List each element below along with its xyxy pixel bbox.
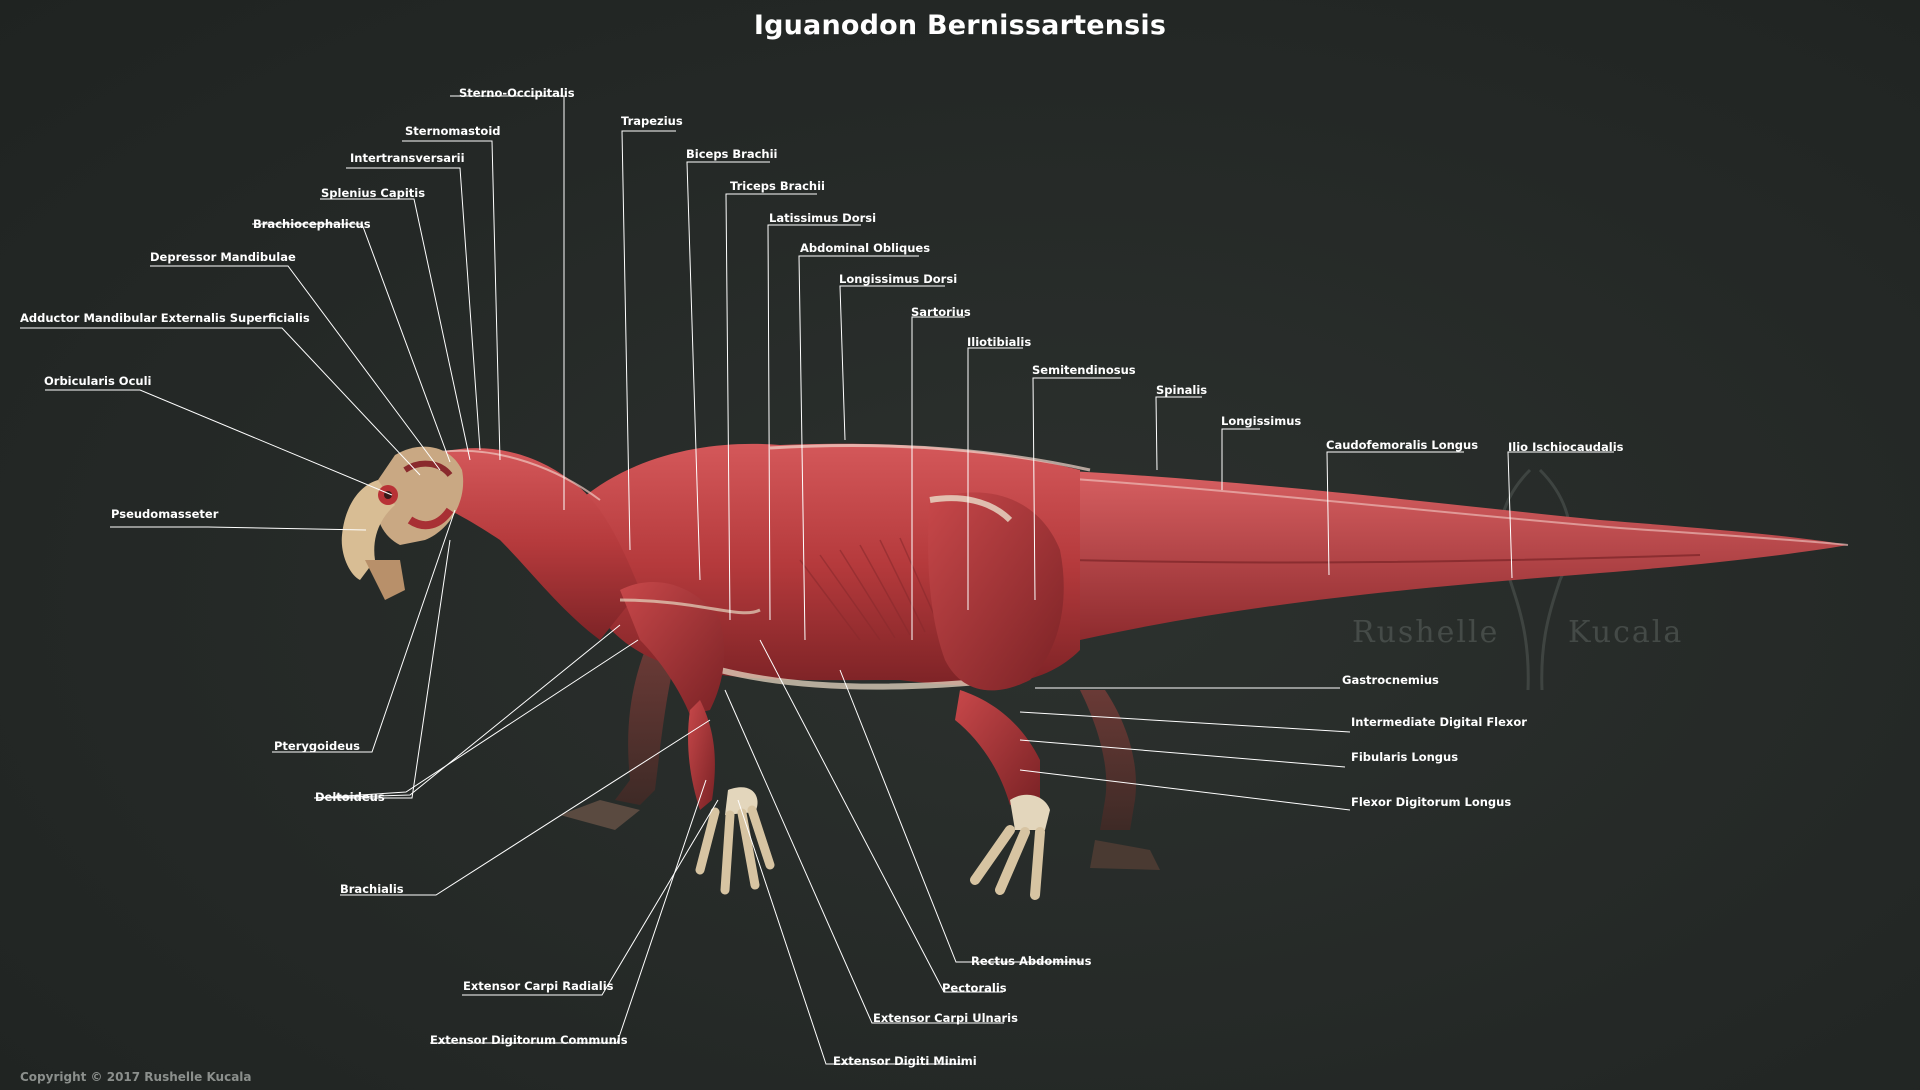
label-longissimus: Longissimus	[1221, 414, 1302, 428]
diagram-title: Iguanodon Bernissartensis	[753, 10, 1167, 41]
label-latissimus-dorsi: Latissimus Dorsi	[769, 211, 877, 225]
label-pectoralis: Pectoralis	[942, 981, 1007, 995]
label-semitendinosus: Semitendinosus	[1032, 363, 1136, 377]
label-intertransversarii: Intertransversarii	[350, 151, 465, 165]
label-extensor-digiti-minimi: Extensor Digiti Minimi	[833, 1054, 977, 1068]
neck	[430, 448, 640, 640]
near-hindlimb	[928, 492, 1064, 900]
label-longissimus-dorsi: Longissimus Dorsi	[839, 272, 958, 286]
label-extensor-carpi-ulnaris: Extensor Carpi Ulnaris	[873, 1011, 1018, 1025]
label-splenius-capitis: Splenius Capitis	[321, 186, 426, 200]
label-fibularis-longus: Fibularis Longus	[1351, 750, 1459, 764]
near-forelimb	[619, 581, 775, 895]
label-extensor-carpi-radialis: Extensor Carpi Radialis	[463, 979, 614, 993]
label-abdominal-obliques: Abdominal Obliques	[800, 241, 931, 255]
label-pterygoideus: Pterygoideus	[274, 739, 361, 753]
far-limbs	[560, 650, 1160, 870]
label-sterno-occipitalis: Sterno-Occipitalis	[459, 86, 575, 100]
tail	[1050, 470, 1848, 640]
label-spinalis: Spinalis	[1156, 383, 1208, 397]
label-adductor-mandibular: Adductor Mandibular Externalis Superfici…	[20, 311, 310, 325]
watermark-right: Kucala	[1568, 615, 1683, 650]
label-brachialis: Brachialis	[340, 882, 404, 896]
label-gastrocnemius: Gastrocnemius	[1342, 673, 1439, 687]
label-ilio-ischiocaudalis: Ilio Ischiocaudalis	[1508, 440, 1624, 454]
watermark-left: Rushelle	[1352, 615, 1499, 650]
leader-lines	[20, 95, 1614, 1065]
label-depressor-mandibulae: Depressor Mandibulae	[150, 250, 296, 264]
label-sartorius: Sartorius	[911, 305, 971, 319]
label-biceps-brachii: Biceps Brachii	[686, 147, 778, 161]
label-deltoideus: Deltoideus	[315, 790, 385, 804]
label-caudofemoralis-longus: Caudofemoralis Longus	[1326, 438, 1479, 452]
label-flexor-digitorum-longus: Flexor Digitorum Longus	[1351, 795, 1512, 809]
label-iliotibialis: Iliotibialis	[967, 335, 1032, 349]
label-triceps-brachii: Triceps Brachii	[730, 179, 825, 193]
watermark: Rushelle Kucala	[1352, 468, 1683, 691]
label-trapezius: Trapezius	[621, 114, 683, 128]
head	[341, 446, 464, 600]
label-extensor-digitorum-communis: Extensor Digitorum Communis	[430, 1033, 628, 1047]
label-sternomastoid: Sternomastoid	[405, 124, 501, 138]
label-orbicularis-oculi: Orbicularis Oculi	[44, 374, 152, 388]
copyright-notice: Copyright © 2017 Rushelle Kucala	[20, 1070, 252, 1084]
label-intermediate-digital-flexor: Intermediate Digital Flexor	[1351, 715, 1527, 729]
label-pseudomasseter: Pseudomasseter	[111, 507, 219, 521]
label-brachiocephalicus: Brachiocephalicus	[253, 217, 371, 231]
label-rectus-abdominus: Rectus Abdominus	[971, 954, 1092, 968]
